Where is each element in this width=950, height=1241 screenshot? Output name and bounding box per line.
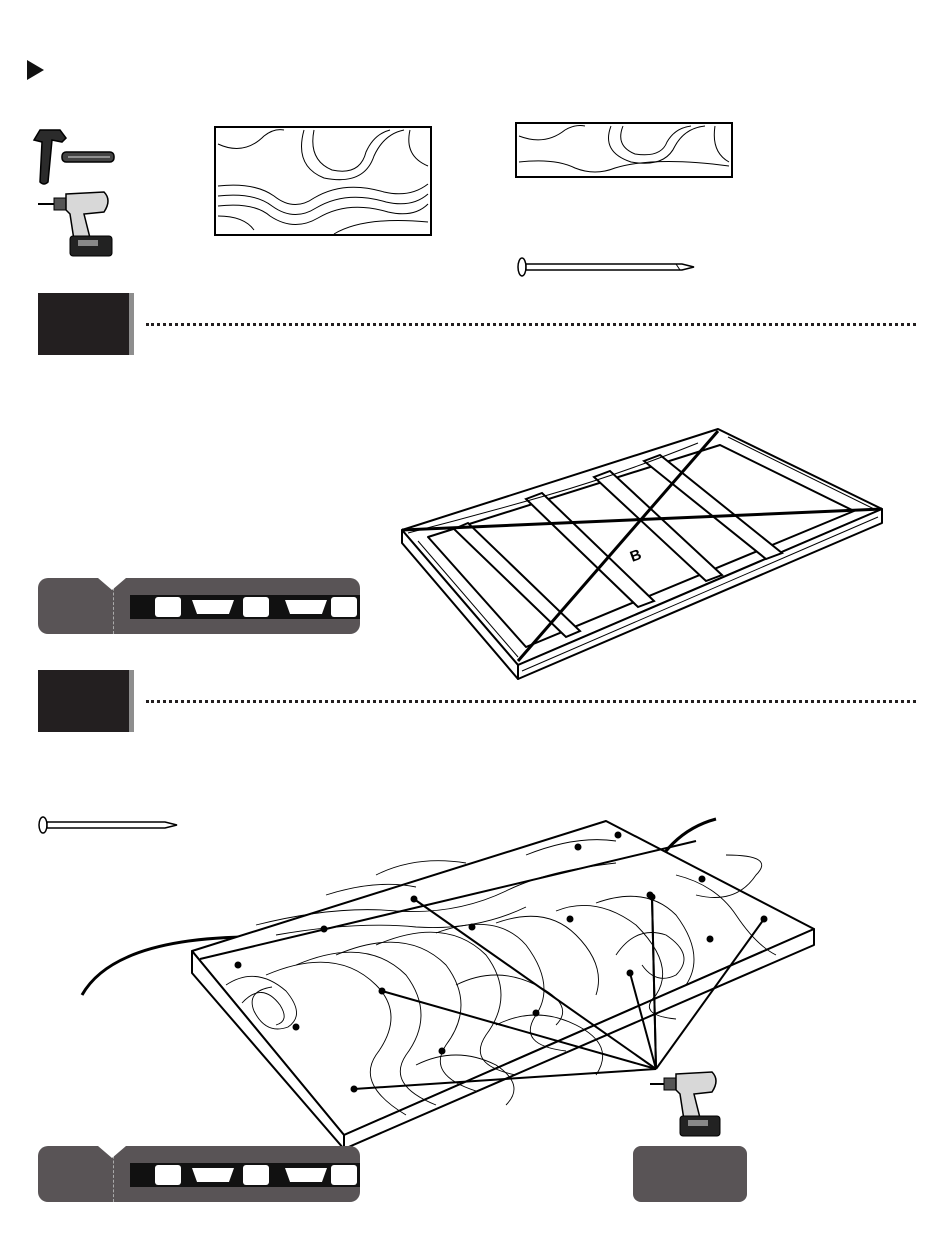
level-panel-1	[38, 578, 360, 634]
wood-panel-large	[214, 126, 432, 241]
step-number-box-1	[38, 293, 134, 355]
step-divider-2	[146, 700, 916, 703]
step-number-box-2	[38, 670, 134, 732]
cordless-drill-icon	[38, 188, 118, 265]
tab-notch	[98, 578, 126, 590]
level-icon	[130, 595, 360, 619]
step-divider-1	[146, 323, 916, 326]
level-icon	[130, 1163, 360, 1187]
tab-notch	[98, 1146, 126, 1158]
drill-label-box	[633, 1146, 747, 1202]
floor-frame-figure: B	[398, 425, 888, 690]
play-triangle-icon	[27, 60, 45, 85]
nail-icon	[516, 256, 696, 283]
cordless-drill-icon-step-2	[650, 1070, 726, 1147]
hammer-icon	[32, 128, 116, 191]
wood-panel-small	[515, 122, 733, 183]
level-panel-2	[38, 1146, 360, 1202]
